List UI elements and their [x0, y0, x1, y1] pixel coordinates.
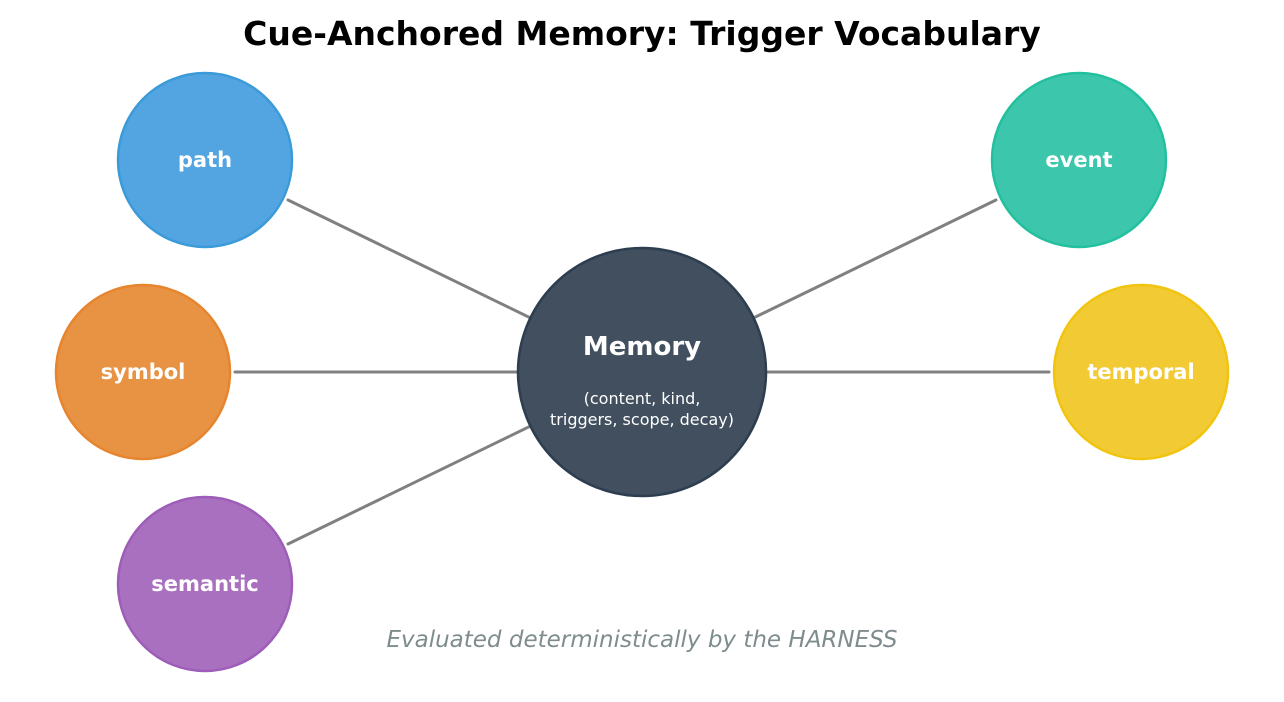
edge-event-to-memory — [737, 198, 998, 327]
trigger-node-temporal-circle — [1052, 283, 1230, 461]
trigger-node-semantic-circle — [116, 495, 294, 673]
trigger-node-temporal-label: temporal — [1087, 360, 1194, 384]
trigger-node-symbol: symbol — [54, 283, 232, 461]
edge-semantic-to-memory — [286, 417, 547, 546]
trigger-node-path-circle — [116, 71, 294, 249]
trigger-node-symbol-label: symbol — [101, 360, 186, 384]
diagram-title: Cue-Anchored Memory: Trigger Vocabulary — [243, 14, 1041, 53]
trigger-node-event-label: event — [1045, 148, 1112, 172]
trigger-node-symbol-circle — [54, 283, 232, 461]
memory-node-circle — [516, 246, 768, 498]
trigger-node-event-circle — [990, 71, 1168, 249]
trigger-node-semantic: semantic — [116, 495, 294, 673]
memory-node-sublabel-line-2: triggers, scope, decay) — [550, 410, 734, 429]
trigger-node-temporal: temporal — [1052, 283, 1230, 461]
trigger-nodes-group: path symbol semantic event temporal — [54, 71, 1230, 673]
trigger-node-path-label: path — [178, 148, 232, 172]
memory-node-label: Memory — [583, 332, 701, 362]
trigger-node-event: event — [990, 71, 1168, 249]
trigger-node-path: path — [116, 71, 294, 249]
trigger-node-semantic-label: semantic — [151, 572, 258, 596]
footer-caption: Evaluated deterministically by the HARNE… — [386, 627, 897, 653]
memory-node-sublabel-line-1: (content, kind, — [584, 389, 701, 408]
edge-path-to-memory — [286, 198, 547, 327]
memory-node: Memory (content, kind, triggers, scope, … — [516, 246, 768, 498]
